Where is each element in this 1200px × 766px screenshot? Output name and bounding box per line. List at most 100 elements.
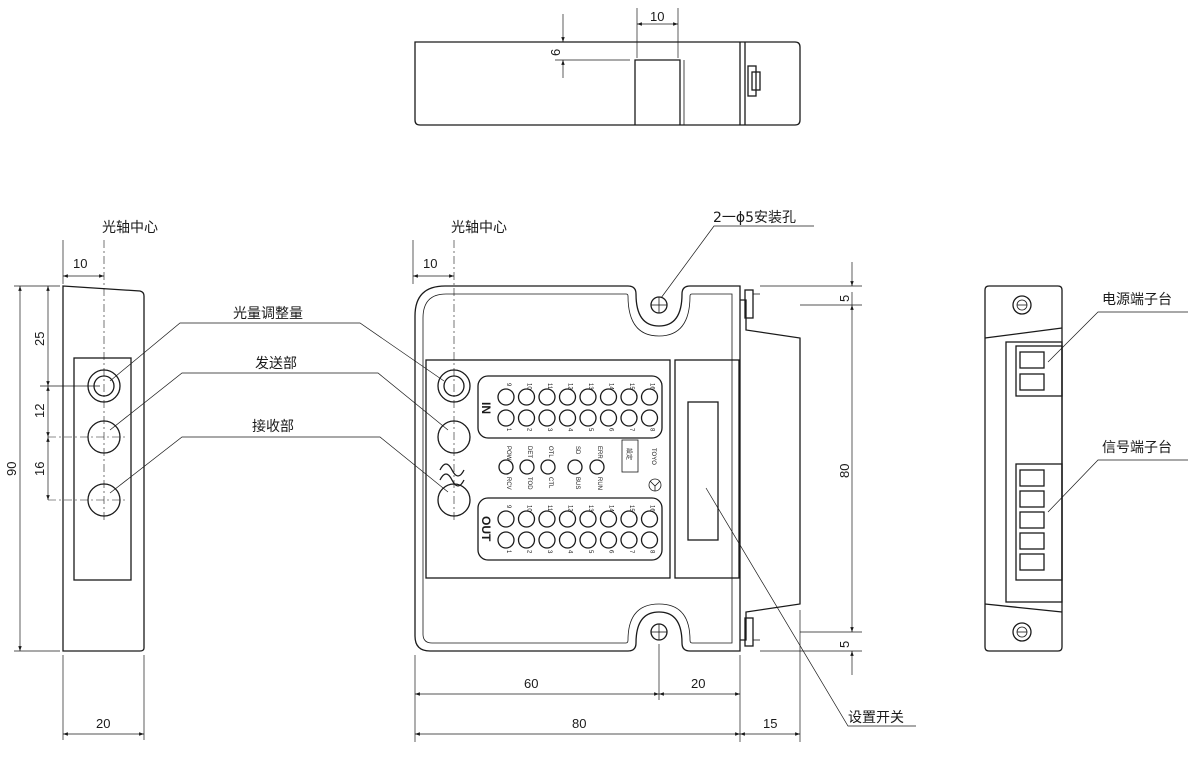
signal-terminal-slot [1019,511,1045,529]
out-led-top [497,510,515,528]
in-led-bottom [538,409,556,427]
dim-front-width-20: 20 [691,676,705,691]
dim-left-spacing-2: 12 [32,404,47,418]
status-led-label-bottom: CTL [547,477,553,489]
right-view: 电源端子台 信号端子台 [984,285,1188,652]
callout-signal-terminal: 信号端子台 [1102,440,1172,456]
out-led-number: 4 [567,550,573,554]
status-led-label-top: OTL [547,446,553,458]
dim-left-axis-offset: 10 [73,256,87,271]
dim-front-width-60: 60 [524,676,538,691]
callout-transmitter: 发送部 [255,356,297,372]
out-led-number: 7 [628,550,634,554]
out-led-number: 14 [608,505,614,512]
status-led-label-bottom: RUN [596,477,602,490]
out-led-number: 9 [505,505,511,509]
in-led-number: 1 [505,428,511,432]
signal-terminal-slot [1019,490,1045,508]
out-led-number: 1 [505,550,511,554]
status-led [498,459,514,475]
out-led-number: 10 [526,505,532,512]
status-led-label-top: DET [526,446,532,458]
out-led-number: 12 [567,505,573,512]
out-led-number: 3 [546,550,552,554]
in-led-top [517,388,536,406]
out-led-number: 11 [546,505,552,512]
in-led-top [620,388,638,406]
in-led-number: 5 [587,428,593,432]
dim-slot-width: 10 [650,9,664,24]
top-view: 10 6 [414,8,801,126]
signal-terminal-slots [1019,469,1045,571]
out-led-top [599,510,618,528]
power-terminal-slot [1019,373,1045,391]
out-led-number: 13 [587,505,593,512]
status-led-label-bottom: TOD [526,477,532,490]
in-led-number: 7 [628,428,634,432]
out-led-top [558,510,577,528]
front-axis-label: 光轴中心 [451,220,507,236]
dim-front-margin-bottom: 5 [837,641,852,648]
in-led-number: 9 [505,383,511,387]
out-led-top [538,510,556,528]
in-led-number: 6 [608,428,614,432]
out-led-bottom [517,531,536,549]
mounting-hole-label: 2一ϕ5安装孔 [713,210,796,226]
callout-light-adjust: 光量调整量 [233,306,303,322]
in-led-top [640,388,659,406]
dim-left-spacing-1: 25 [32,332,47,346]
status-led-label-top: ERR [596,446,602,459]
in-led-number: 14 [608,383,614,390]
dim-front-width-80: 80 [572,716,586,731]
left-axis-label: 光轴中心 [102,220,158,236]
signal-terminal-slot [1019,532,1045,550]
in-led-bottom [579,409,597,427]
dim-front-margin-top: 5 [837,295,852,302]
out-led-bottom [538,531,556,549]
status-led-label-top: POW [505,446,511,461]
in-led-number: 11 [546,383,552,390]
dim-front-axis-offset: 10 [423,256,437,271]
status-led [589,459,605,475]
in-led-number: 12 [567,383,573,390]
out-led-number: 6 [608,550,614,554]
in-led-top [579,388,597,406]
out-led-number: 5 [587,550,593,554]
out-label: OUT [479,516,493,542]
in-led-number: 4 [567,428,573,432]
in-led-bottom [497,409,515,427]
in-led-number: 10 [526,383,532,390]
status-led-label-bottom: BUS [574,477,580,489]
power-terminal-slots [1019,351,1045,391]
status-led [540,459,556,475]
callout-power-terminal: 电源端子台 [1102,292,1172,308]
out-led-top [620,510,638,528]
status-led-label-top: SD [574,446,580,455]
in-led-number: 3 [546,428,552,432]
in-led-bottom [558,409,577,427]
in-led-bottom [620,409,638,427]
dim-front-height-80: 80 [837,464,852,478]
out-led-bottom [558,531,577,549]
dim-left-width: 20 [96,716,110,731]
in-led-number: 13 [587,383,593,390]
in-led-bottom [640,409,659,427]
in-led-top [558,388,577,406]
out-led-number: 8 [649,550,655,554]
out-led-number: 16 [649,505,655,512]
out-led-top [579,510,597,528]
status-led [519,459,535,475]
in-label: IN [479,402,493,414]
in-led-bottom [517,409,536,427]
brand-mark: TOYO [650,448,656,465]
callout-setting-switch: 设置开关 [848,710,904,726]
dim-left-height: 90 [4,462,19,476]
callout-receiver: 接收部 [252,418,294,435]
in-led-bottom [599,409,618,427]
in-led-top [599,388,618,406]
